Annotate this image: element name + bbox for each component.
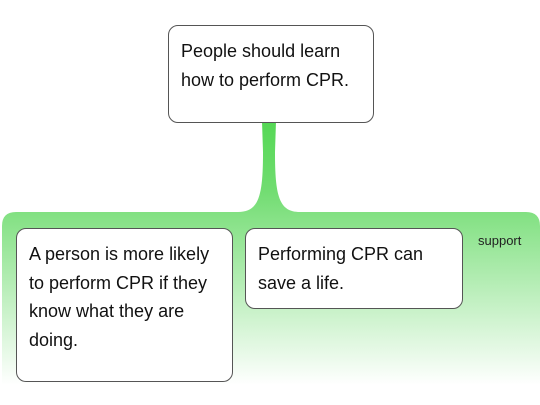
support-label: support bbox=[478, 233, 522, 248]
claim-node[interactable]: People should learn how to perform CPR. bbox=[168, 25, 374, 123]
premise-text: Performing CPR can save a life. bbox=[258, 244, 424, 293]
premise-text: A person is more likely to perform CPR i… bbox=[29, 244, 210, 350]
claim-text: People should learn how to perform CPR. bbox=[181, 41, 350, 90]
premise-node[interactable]: Performing CPR can save a life. bbox=[245, 228, 463, 309]
premise-node[interactable]: A person is more likely to perform CPR i… bbox=[16, 228, 233, 382]
